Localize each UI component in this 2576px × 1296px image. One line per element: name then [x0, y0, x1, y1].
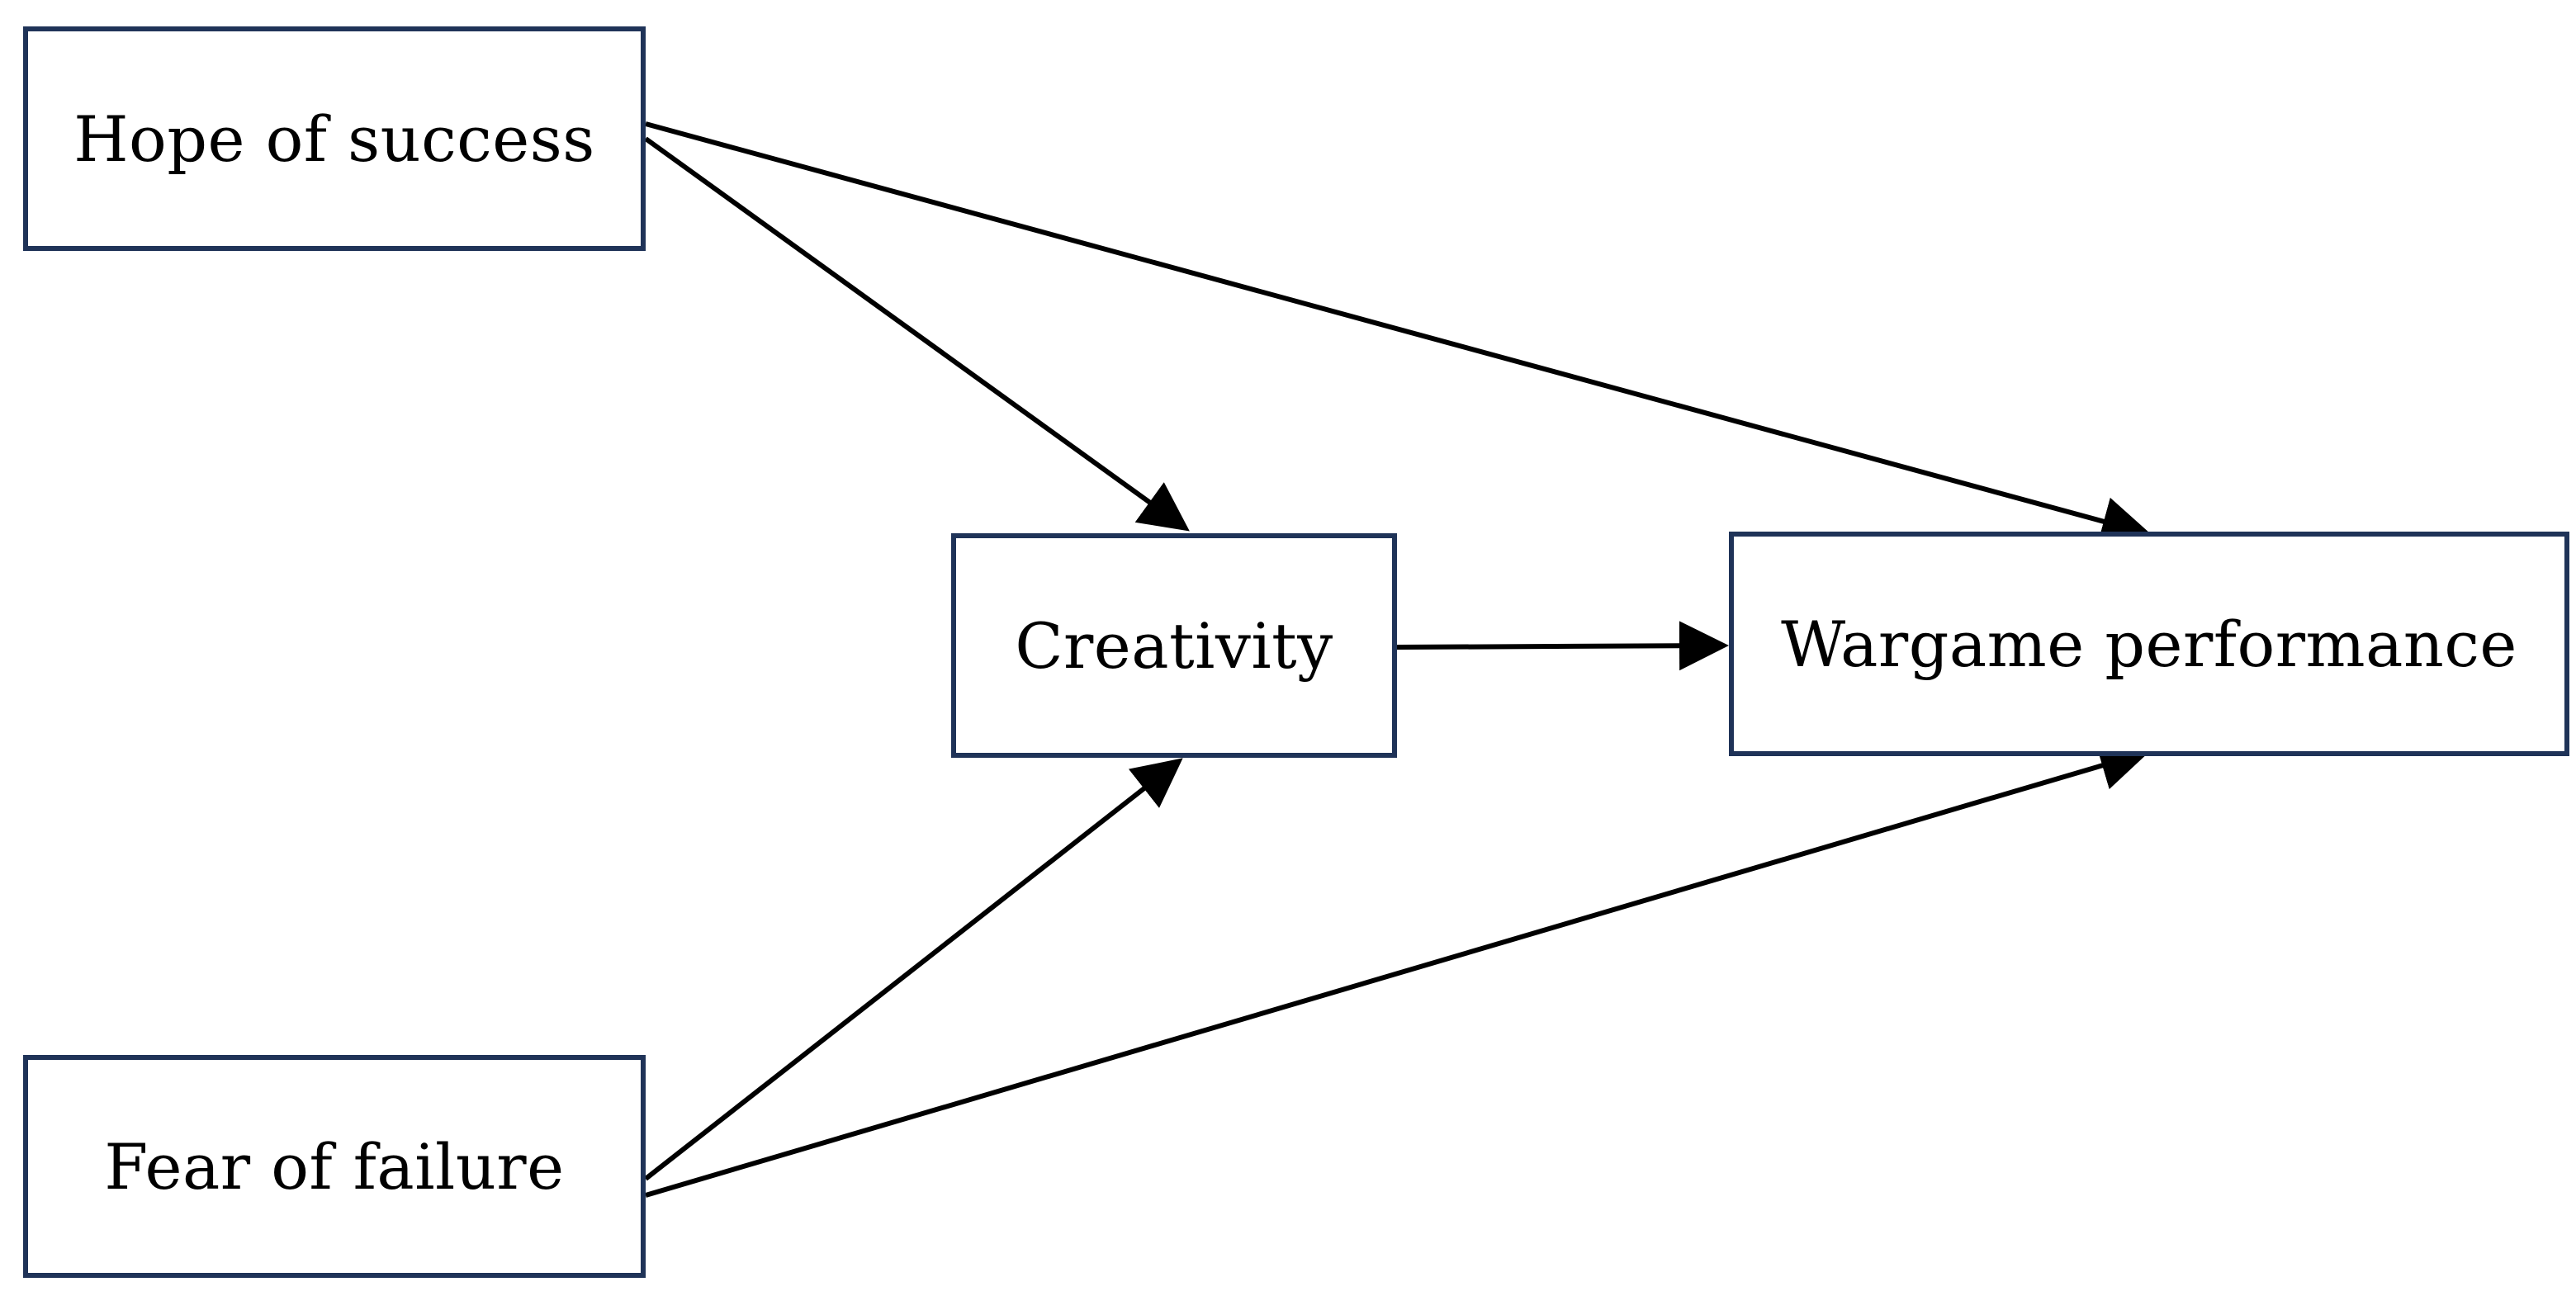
node-label: Wargame performance	[1781, 607, 2517, 681]
arrow-fear-to-creativity	[644, 758, 1183, 1181]
arrow-fear-to-wargame	[645, 741, 2150, 1198]
arrow-hope-to-creativity	[644, 136, 1190, 532]
node-wargame-performance: Wargame performance	[1729, 532, 2569, 756]
node-fear-of-failure: Fear of failure	[23, 1055, 646, 1278]
arrow-creativity-to-wargame	[1396, 621, 1729, 671]
node-hope-of-success: Hope of success	[23, 26, 646, 251]
node-creativity: Creativity	[951, 533, 1397, 758]
arrow-hope-to-wargame	[645, 121, 2152, 546]
node-label: Fear of failure	[104, 1129, 565, 1204]
node-label: Hope of success	[73, 102, 595, 176]
node-label: Creativity	[1015, 608, 1333, 683]
